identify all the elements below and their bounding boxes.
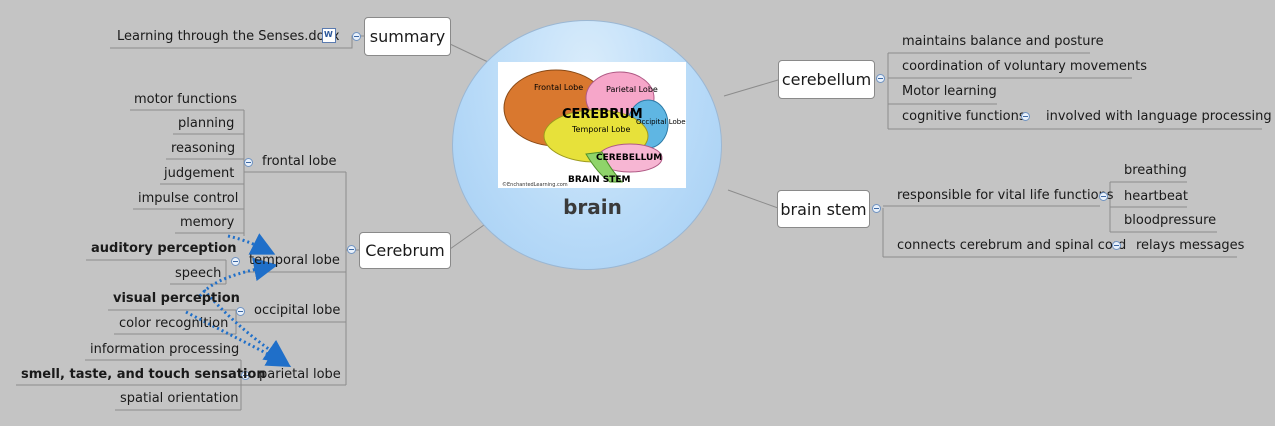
frontal-item[interactable]: reasoning — [171, 141, 236, 156]
occipital-lobe-topic[interactable]: occipital lobe — [254, 303, 341, 318]
summary-topic[interactable]: summary — [364, 17, 451, 56]
vital-item[interactable]: heartbeat — [1124, 189, 1188, 204]
connects-sub-item[interactable]: relays messages — [1136, 238, 1245, 253]
summary-attachment[interactable]: Learning through the Senses.docx — [117, 29, 340, 44]
frontal-item[interactable]: impulse control — [138, 191, 239, 206]
vital-item[interactable]: breathing — [1124, 163, 1187, 178]
central-topic-title: brain — [563, 195, 622, 219]
occipital-item[interactable]: color recognition — [119, 316, 229, 331]
brain-stem-topic[interactable]: brain stem — [777, 190, 870, 228]
cerebellum-collapse-button[interactable] — [876, 74, 885, 83]
label-frontal: Frontal Lobe — [534, 83, 583, 92]
frontal-item[interactable]: motor functions — [134, 92, 238, 107]
word-document-icon[interactable] — [322, 28, 336, 43]
brain-diagram-image: Frontal Lobe Parietal Lobe Occipital Lob… — [498, 62, 686, 188]
brain-stem-collapse-button[interactable] — [872, 204, 881, 213]
label-cerebellum: CEREBELLUM — [596, 153, 662, 163]
parietal-item[interactable]: information processing — [90, 342, 240, 357]
branch-cerebrum-line — [449, 224, 485, 250]
parietal-lobe-collapse-button[interactable] — [241, 371, 250, 380]
brain-stem-vital[interactable]: responsible for vital life functions — [897, 188, 1114, 203]
frontal-lobe-collapse-button[interactable] — [244, 158, 253, 167]
temporal-lobe-collapse-button[interactable] — [231, 257, 240, 266]
occipital-item[interactable]: visual perception — [113, 291, 240, 306]
temporal-item[interactable]: auditory perception — [91, 241, 237, 256]
image-credit: ©EnchantedLearning.com — [502, 181, 568, 188]
cerebellum-item[interactable]: coordination of voluntary movements — [902, 59, 1147, 74]
vital-functions-collapse-button[interactable] — [1099, 192, 1108, 201]
cognitive-sub-item[interactable]: involved with language processing — [1046, 109, 1272, 124]
cerebrum-collapse-button[interactable] — [347, 245, 356, 254]
frontal-item[interactable]: memory — [180, 215, 235, 230]
cerebellum-item[interactable]: Motor learning — [902, 84, 997, 99]
label-occipital: Occipital Lobe — [636, 118, 686, 126]
branch-cerebellum-line — [723, 79, 779, 97]
label-cerebrum: CEREBRUM — [562, 107, 643, 122]
label-temporal: Temporal Lobe — [571, 125, 630, 134]
occipital-lobe-collapse-button[interactable] — [236, 307, 245, 316]
label-brainstem: BRAIN STEM — [568, 175, 631, 185]
connects-collapse-button[interactable] — [1112, 241, 1121, 250]
brain-stem-connects[interactable]: connects cerebrum and spinal cord — [897, 238, 1127, 253]
frontal-lobe-topic[interactable]: frontal lobe — [262, 154, 337, 169]
temporal-lobe-topic[interactable]: temporal lobe — [249, 253, 340, 268]
relation-speech-to-parietal — [202, 289, 289, 364]
cognitive-functions-collapse-button[interactable] — [1021, 112, 1030, 121]
branch-summary-line — [449, 43, 489, 63]
parietal-item[interactable]: spatial orientation — [120, 391, 239, 406]
cerebrum-topic[interactable]: Cerebrum — [359, 232, 451, 269]
parietal-item[interactable]: smell, taste, and touch sensation — [21, 367, 266, 382]
cerebellum-topic[interactable]: cerebellum — [778, 60, 875, 99]
vital-item[interactable]: bloodpressure — [1124, 213, 1217, 228]
label-parietal: Parietal Lobe — [606, 85, 658, 94]
temporal-item[interactable]: speech — [175, 266, 222, 281]
branch-brainstem-line — [727, 189, 779, 209]
parietal-lobe-topic[interactable]: parietal lobe — [259, 367, 341, 382]
cerebellum-item[interactable]: cognitive functions — [902, 109, 1026, 124]
frontal-item[interactable]: planning — [178, 116, 235, 131]
relation-memory-to-temporal — [227, 233, 276, 255]
frontal-item[interactable]: judgement — [164, 166, 235, 181]
cerebellum-item[interactable]: maintains balance and posture — [902, 34, 1104, 49]
summary-collapse-button[interactable] — [352, 32, 361, 41]
